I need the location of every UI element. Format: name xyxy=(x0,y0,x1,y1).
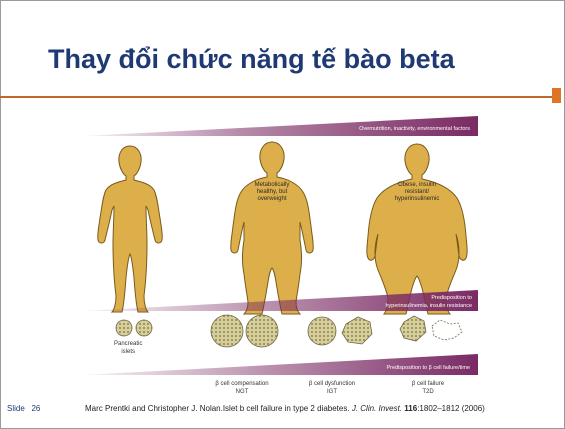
citation-journal: J. Clin. Invest. xyxy=(352,404,402,413)
stage-dysfunction: β cell dysfunction IGT xyxy=(292,380,372,396)
title-divider xyxy=(0,96,552,98)
islet-normal-2 xyxy=(136,320,152,336)
islets-label-line1: Pancreatic xyxy=(114,340,142,348)
stage-failure-line2: T2D xyxy=(388,388,468,396)
stage-dysfunction-line1: β cell dysfunction xyxy=(292,380,372,388)
body2-label-line2: healthy, but xyxy=(257,189,288,195)
wedge-beta-cell-failure: Predisposition to β cell failure/time xyxy=(82,354,478,376)
body2-label-line3: overweight xyxy=(257,196,286,202)
stage-compensation-line1: β cell compensation xyxy=(202,380,282,388)
islet-normal-1 xyxy=(116,320,132,336)
divider-accent xyxy=(552,88,561,103)
islet-failure-1 xyxy=(400,316,426,341)
citation-volume: 116 xyxy=(404,404,417,413)
islet-dysfunction-2 xyxy=(342,317,372,344)
wedge-overnutrition: Overnutrition, inactivity, environmental… xyxy=(82,116,478,138)
slide-title: Thay đổi chức năng tế bào beta xyxy=(48,44,455,75)
slide-label: Slide xyxy=(7,404,25,413)
citation-pages-year: :1802–1812 (2006) xyxy=(417,404,485,413)
wedge-middle-text-1: Predisposition to xyxy=(431,295,472,301)
wedge-hyperinsulinemia: Predisposition to hyperinsulinemia, insu… xyxy=(82,290,478,312)
body3-label-line2: resistant/ xyxy=(405,189,430,195)
body2-label-line1: Metabolically xyxy=(255,182,290,188)
islet-dysfunction-1 xyxy=(308,317,336,345)
islet-compensation-2 xyxy=(246,315,278,347)
stage-failure: β cell failure T2D xyxy=(388,380,468,396)
slide-number: Slide 26 xyxy=(7,404,40,413)
stage-compensation-line2: NGT xyxy=(202,388,282,396)
body3-label-line3: hyperinsulinemic xyxy=(395,196,440,202)
islet-compensation-1 xyxy=(211,315,243,347)
wedge-bottom-text: Predisposition to β cell failure/time xyxy=(386,365,470,371)
wedge-top-text: Overnutrition, inactivity, environmental… xyxy=(359,126,470,132)
stage-compensation: β cell compensation NGT xyxy=(202,380,282,396)
citation: Marc Prentki and Christopher J. Nolan.Is… xyxy=(85,404,485,413)
slide-number-value: 26 xyxy=(31,404,40,413)
islet-failure-2 xyxy=(432,320,462,340)
wedge-middle-text-2: hyperinsulinemia, insulin resistance xyxy=(385,303,472,309)
stage-dysfunction-line2: IGT xyxy=(292,388,372,396)
body3-label-line1: Obese, insulin xyxy=(398,182,436,188)
citation-authors-title: Marc Prentki and Christopher J. Nolan.Is… xyxy=(85,404,350,413)
stage-failure-line1: β cell failure xyxy=(388,380,468,388)
